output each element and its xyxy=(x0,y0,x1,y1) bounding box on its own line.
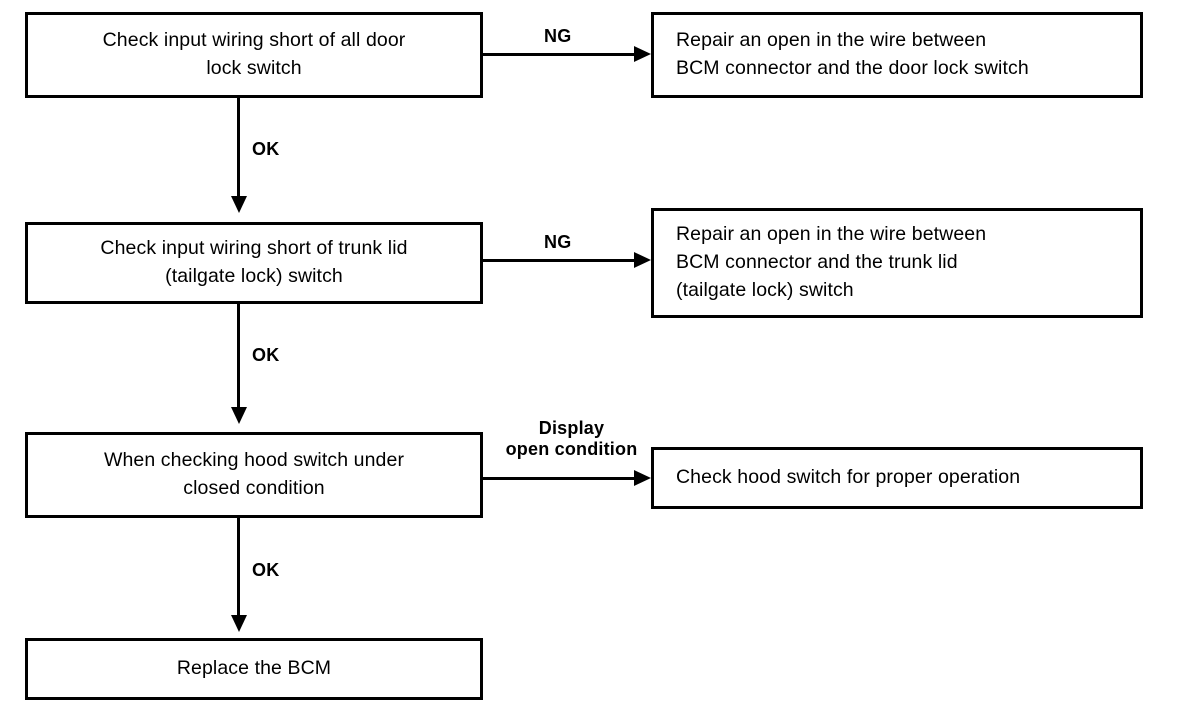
node-label: Replace the BCM xyxy=(176,657,332,680)
edge-label-ng-2: NG xyxy=(544,232,572,252)
edge-label-ok-3: OK xyxy=(252,560,280,580)
connector-display-open-line xyxy=(483,477,638,480)
connector-ng-1-line xyxy=(483,53,638,56)
connector-ng-1-arrowhead xyxy=(634,46,651,62)
node-label: Repair an open in the wire between BCM c… xyxy=(676,29,1029,79)
edge-label-ng-1: NG xyxy=(544,26,572,46)
node-check-trunk-lid-switch[interactable]: Check input wiring short of trunk lid (t… xyxy=(25,222,483,304)
connector-ok-2-arrowhead xyxy=(231,407,247,424)
node-label: Check input wiring short of all door loc… xyxy=(102,29,406,79)
node-repair-trunk-lid-wire[interactable]: Repair an open in the wire between BCM c… xyxy=(651,208,1143,318)
connector-ok-3-arrowhead xyxy=(231,615,247,632)
node-check-door-lock-switch[interactable]: Check input wiring short of all door loc… xyxy=(25,12,483,98)
node-label: When checking hood switch under closed c… xyxy=(103,449,405,499)
connector-ng-2-line xyxy=(483,259,638,262)
connector-ok-1-line xyxy=(237,98,240,204)
connector-ok-1-arrowhead xyxy=(231,196,247,213)
node-check-hood-switch-operation[interactable]: Check hood switch for proper operation xyxy=(651,447,1143,509)
node-label: Repair an open in the wire between BCM c… xyxy=(676,223,987,301)
connector-ok-2-line xyxy=(237,304,240,414)
connector-ng-2-arrowhead xyxy=(634,252,651,268)
node-replace-bcm[interactable]: Replace the BCM xyxy=(25,638,483,700)
edge-label-ok-1: OK xyxy=(252,139,280,159)
edge-label-ok-2: OK xyxy=(252,345,280,365)
node-repair-door-lock-wire[interactable]: Repair an open in the wire between BCM c… xyxy=(651,12,1143,98)
connector-display-open-arrowhead xyxy=(634,470,651,486)
connector-ok-3-line xyxy=(237,518,240,622)
node-label: Check input wiring short of trunk lid (t… xyxy=(100,237,408,287)
node-label: Check hood switch for proper operation xyxy=(676,466,1021,489)
node-check-hood-switch-closed[interactable]: When checking hood switch under closed c… xyxy=(25,432,483,518)
edge-label-display-open-condition: Display open condition xyxy=(505,418,638,460)
